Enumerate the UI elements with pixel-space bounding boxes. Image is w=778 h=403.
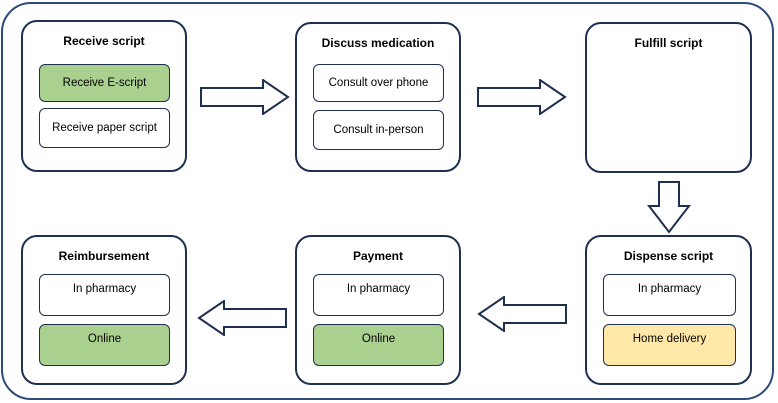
step-title: Receive script bbox=[63, 34, 145, 48]
left-arrow-icon bbox=[477, 296, 567, 332]
step-title: Fulfill script bbox=[634, 36, 703, 50]
step-fulfill-script: Fulfill script bbox=[585, 22, 752, 173]
step-payment: Payment In pharmacy Online bbox=[295, 235, 461, 385]
option-reimbursement-in-pharmacy[interactable]: In pharmacy bbox=[39, 274, 170, 316]
option-reimbursement-online[interactable]: Online bbox=[39, 324, 170, 366]
step-title: Payment bbox=[352, 249, 404, 263]
option-consult-over-phone[interactable]: Consult over phone bbox=[313, 64, 444, 102]
option-receive-paper-script[interactable]: Receive paper script bbox=[39, 108, 170, 148]
right-arrow-icon bbox=[477, 79, 567, 115]
option-payment-online[interactable]: Online bbox=[313, 324, 444, 366]
step-discuss-medication: Discuss medication Consult over phone Co… bbox=[295, 22, 461, 172]
step-reimbursement: Reimbursement In pharmacy Online bbox=[21, 235, 187, 385]
step-title: Reimbursement bbox=[58, 249, 150, 263]
step-receive-script: Receive script Receive E-script Receive … bbox=[21, 20, 187, 172]
option-consult-in-person[interactable]: Consult in-person bbox=[313, 110, 444, 150]
right-arrow-icon bbox=[200, 79, 290, 115]
step-title: Dispense script bbox=[623, 249, 714, 263]
left-arrow-icon bbox=[197, 300, 287, 336]
option-receive-e-script[interactable]: Receive E-script bbox=[39, 64, 170, 102]
step-dispense-script: Dispense script In pharmacy Home deliver… bbox=[585, 235, 752, 385]
down-arrow-icon bbox=[647, 181, 691, 234]
option-dispense-in-pharmacy[interactable]: In pharmacy bbox=[603, 274, 736, 316]
option-payment-in-pharmacy[interactable]: In pharmacy bbox=[313, 274, 444, 316]
step-title: Discuss medication bbox=[321, 36, 435, 50]
option-home-delivery[interactable]: Home delivery bbox=[603, 324, 736, 366]
